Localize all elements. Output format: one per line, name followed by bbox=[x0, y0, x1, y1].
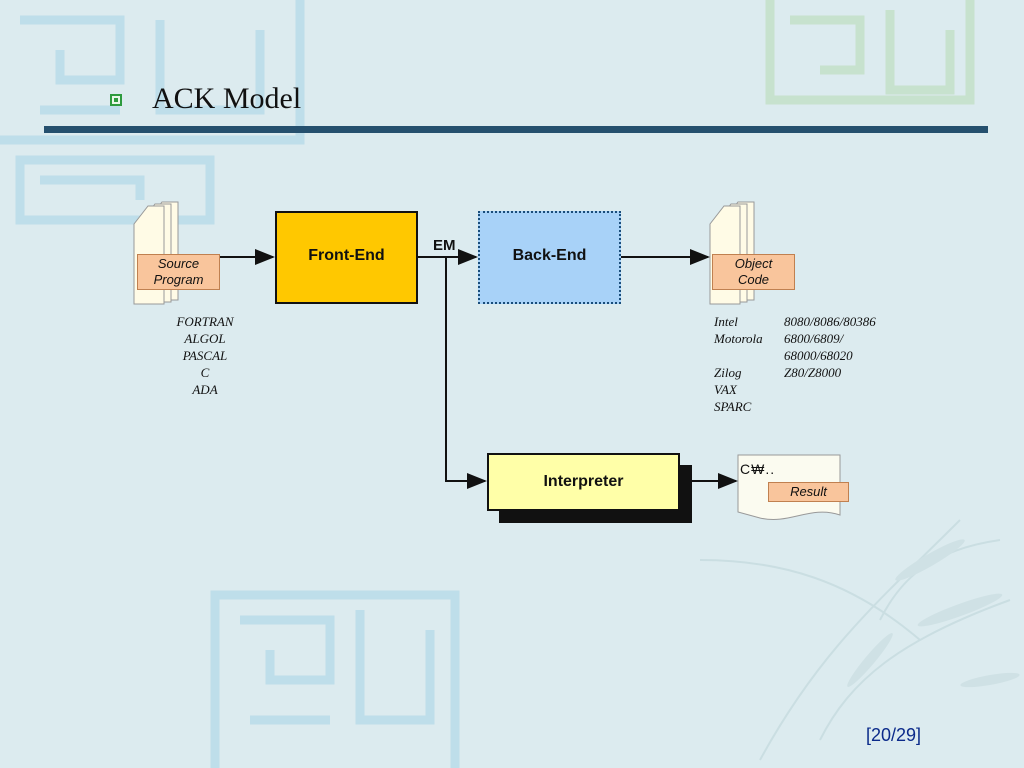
result-output-text: C₩.. bbox=[740, 461, 776, 477]
page-number: [20/29] bbox=[866, 725, 922, 745]
arrow-em-to-interpreter bbox=[445, 257, 487, 489]
language-item: PASCAL bbox=[182, 348, 228, 363]
target-row: 68000/68020 bbox=[714, 347, 876, 364]
front-end-box: Front-End bbox=[275, 211, 418, 304]
source-languages-list: FORTRAN ALGOL PASCAL C ADA bbox=[150, 313, 260, 398]
language-item: C bbox=[200, 365, 210, 380]
back-end-box: Back-End bbox=[478, 211, 621, 304]
target-value: 6800/6809/ bbox=[784, 331, 844, 346]
language-item: FORTRAN bbox=[176, 314, 234, 329]
target-row: SPARC bbox=[714, 398, 876, 415]
target-name: Zilog bbox=[714, 365, 742, 380]
target-name: Motorola bbox=[714, 331, 763, 346]
object-code-label: Object Code bbox=[712, 254, 795, 290]
target-name: SPARC bbox=[714, 399, 752, 414]
target-name: Intel bbox=[714, 314, 738, 329]
target-name: VAX bbox=[714, 382, 737, 397]
object-label-line1: Object bbox=[734, 256, 773, 271]
title-divider bbox=[44, 126, 988, 133]
slide-title: ACK Model bbox=[152, 82, 302, 115]
target-value: 8080/8086/80386 bbox=[784, 314, 876, 329]
interpreter-box: Interpreter bbox=[487, 453, 680, 511]
title-bullet-icon bbox=[110, 94, 122, 106]
target-row: Zilog Z80/Z8000 bbox=[714, 364, 876, 381]
target-row: VAX bbox=[714, 381, 876, 398]
target-row: Motorola 6800/6809/ bbox=[714, 330, 876, 347]
target-value: Z80/Z8000 bbox=[784, 365, 842, 380]
language-item: ADA bbox=[192, 382, 218, 397]
object-label-line2: Code bbox=[737, 272, 770, 287]
source-program-label: Source Program bbox=[137, 254, 220, 290]
source-label-line2: Program bbox=[153, 272, 204, 287]
result-label: Result bbox=[768, 482, 849, 502]
target-value: 68000/68020 bbox=[784, 348, 853, 363]
target-row: Intel 8080/8086/80386 bbox=[714, 313, 876, 330]
source-label-line1: Source bbox=[157, 256, 200, 271]
em-label: EM bbox=[433, 237, 456, 254]
target-name bbox=[714, 347, 784, 364]
language-item: ALGOL bbox=[184, 331, 226, 346]
target-machines-list: Intel 8080/8086/80386 Motorola 6800/6809… bbox=[714, 313, 876, 415]
